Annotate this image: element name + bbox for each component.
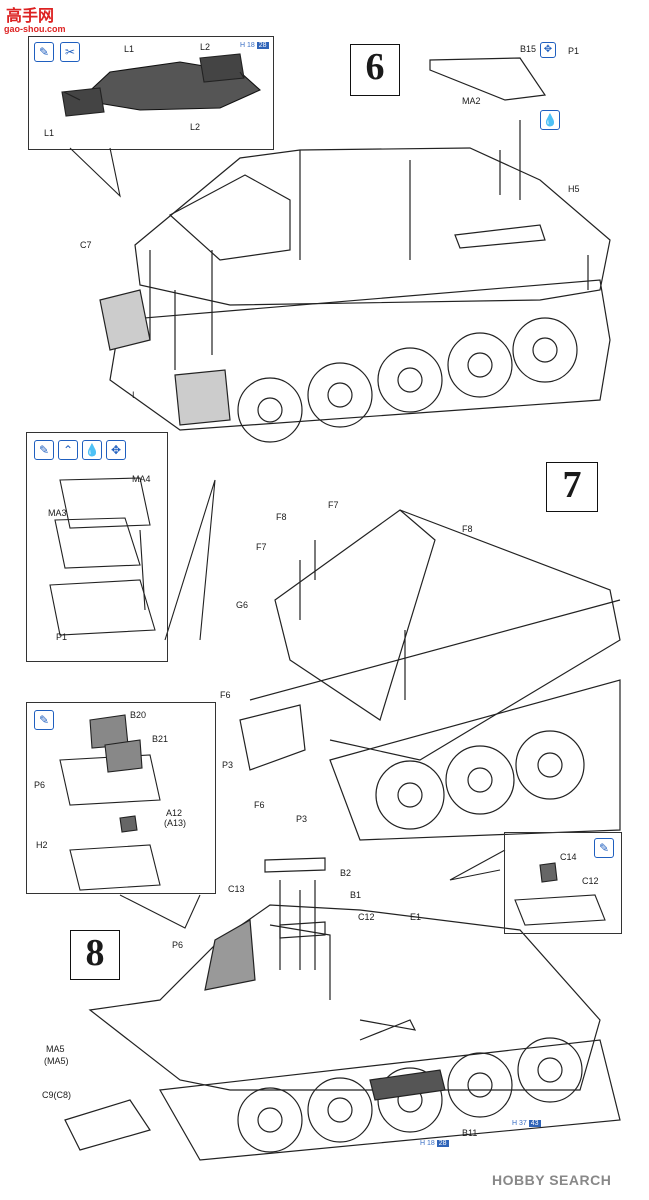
glue-icon: ✎ — [34, 710, 54, 730]
label-p6-inset: P6 — [34, 780, 46, 790]
label-l1-top: L1 — [124, 44, 135, 54]
label-p1: P1 — [568, 46, 580, 56]
step-6-number: 6 — [350, 44, 400, 96]
label-l2-top: L2 — [200, 42, 211, 52]
label-c14: C14 — [560, 852, 577, 862]
label-l2-bottom: L2 — [190, 122, 201, 132]
step8-right-inset-drawing — [449, 849, 606, 926]
glue-icon: ✎ — [34, 440, 54, 460]
track-links-drawing — [61, 53, 261, 117]
label-f8-top: F8 — [276, 512, 287, 522]
label-b21: B21 — [152, 734, 169, 744]
label-b20: B20 — [130, 710, 147, 720]
step8-hull — [64, 857, 621, 1161]
waterslide-icon: 💧 — [540, 110, 560, 130]
label-c9-c8: C9(C8) — [42, 1090, 72, 1100]
label-b1: B1 — [350, 890, 362, 900]
site-logo: 高手网 — [6, 8, 55, 25]
label-f8-right: F8 — [462, 524, 473, 534]
remove-icon: ✂ — [60, 42, 80, 62]
symmetry-icon: ✥ — [540, 42, 556, 58]
part-ref-h37: H 37 43 — [512, 1120, 541, 1127]
step-7-number: 7 — [546, 462, 598, 512]
label-h2: H2 — [36, 840, 48, 850]
label-a12: A12 — [166, 808, 183, 818]
label-p1-inset: P1 — [56, 632, 68, 642]
label-ma5: MA5 — [46, 1044, 65, 1054]
glue-icon: ✎ — [34, 42, 54, 62]
label-c13: C13 — [228, 884, 245, 894]
label-b2: B2 — [340, 868, 352, 878]
step7-inset-drawing — [49, 477, 216, 641]
label-c12-inset: C12 — [582, 876, 599, 886]
symmetry-icon: ✥ — [106, 440, 126, 460]
step8-right-inset — [504, 832, 622, 934]
label-f7-top: F7 — [328, 500, 339, 510]
label-a13: (A13) — [164, 818, 187, 828]
label-ma5-alt: (MA5) — [44, 1056, 69, 1066]
step8-left-inset-drawing — [59, 714, 201, 929]
label-f6-bottom: F6 — [254, 800, 265, 810]
step-8-number: 8 — [70, 930, 120, 980]
step6-hull — [99, 57, 611, 443]
part-ref-h18: H 18 28 — [420, 1140, 449, 1147]
label-ma4: MA4 — [132, 474, 151, 484]
site-url: gao-shou.com — [4, 24, 66, 34]
inset-part-ref: H 18 28 — [240, 42, 269, 49]
glue-icon: ✎ — [594, 838, 614, 858]
step7-hull — [239, 509, 621, 841]
step8-left-inset — [26, 702, 216, 894]
step7-decal-inset — [26, 432, 168, 662]
label-c12: C12 — [358, 912, 375, 922]
label-h5: H5 — [568, 184, 580, 194]
hobby-search-watermark: HOBBY SEARCH — [492, 1172, 612, 1188]
label-p3-left: P3 — [222, 760, 234, 770]
label-p6: P6 — [172, 940, 184, 950]
label-ma2: MA2 — [462, 96, 481, 106]
label-f7-left: F7 — [256, 542, 267, 552]
label-c7: C7 — [80, 240, 92, 250]
label-p3-right: P3 — [296, 814, 308, 824]
label-g6: G6 — [236, 600, 249, 610]
label-i: I — [132, 390, 135, 400]
label-b11: B11 — [462, 1128, 478, 1138]
bend-icon: ⌃ — [58, 440, 78, 460]
label-b15: B15 — [520, 44, 537, 54]
label-ma3: MA3 — [48, 508, 67, 518]
drill-icon: 💧 — [82, 440, 102, 460]
label-l1-bottom: L1 — [44, 128, 55, 138]
label-f6-top: F6 — [220, 690, 231, 700]
label-e1: E1 — [410, 912, 422, 922]
